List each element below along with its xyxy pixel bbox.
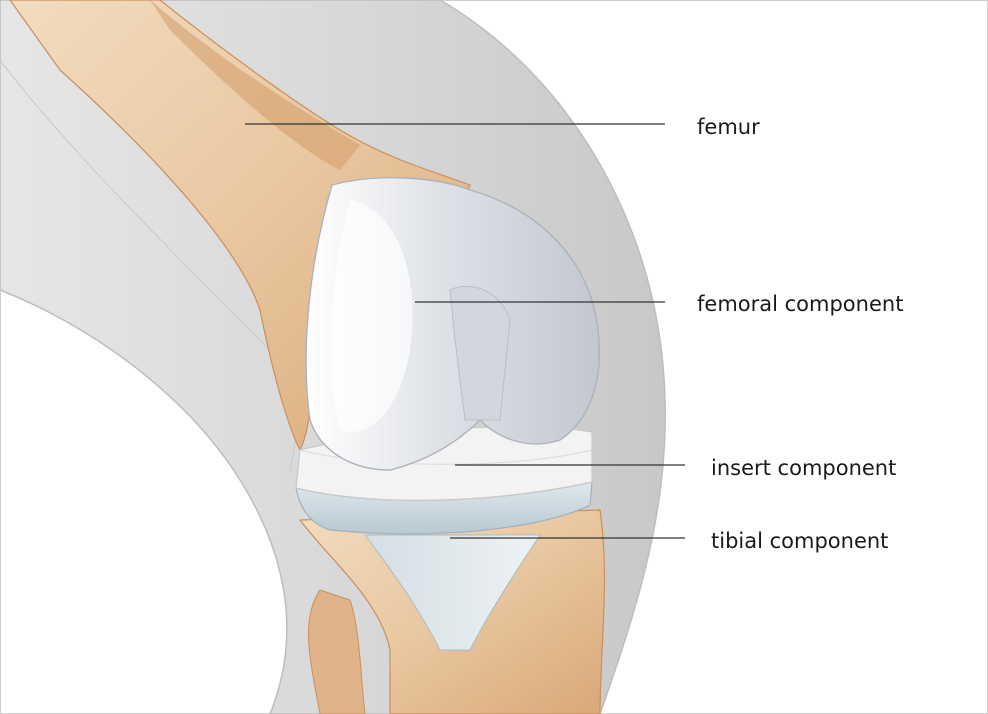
label-insert-component: insert component bbox=[711, 458, 896, 479]
label-tibial-component: tibial component bbox=[711, 531, 888, 552]
label-femoral-component: femoral component bbox=[697, 294, 903, 315]
label-femur: femur bbox=[697, 117, 760, 138]
